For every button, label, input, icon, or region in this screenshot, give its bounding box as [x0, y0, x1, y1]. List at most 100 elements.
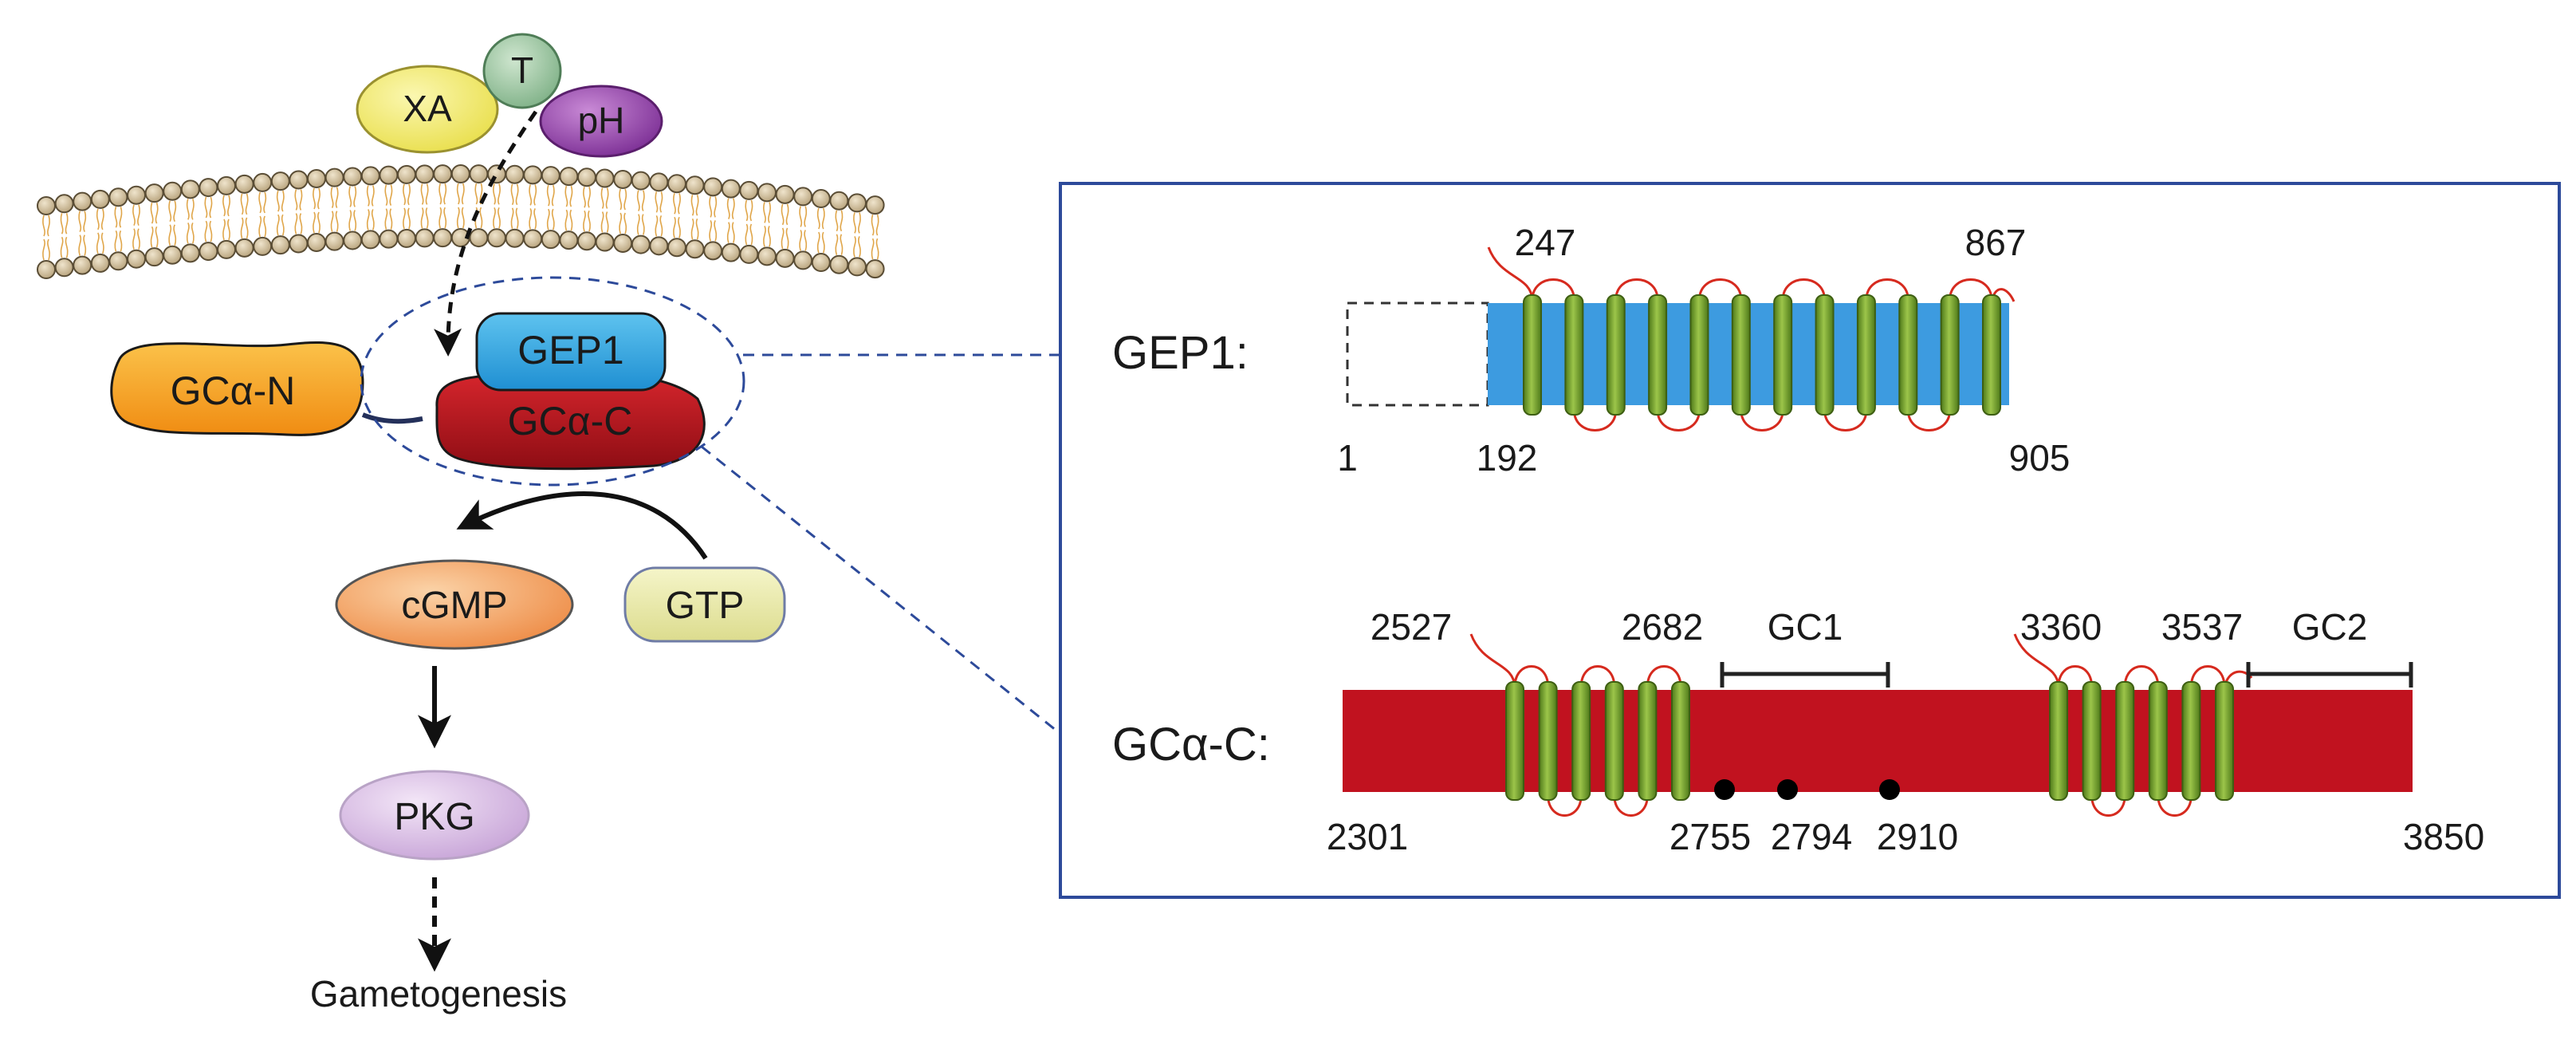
gca-c-cluster2-tm-helix: [2148, 681, 2168, 801]
lipid-head-inner: [829, 254, 849, 274]
gep1-helices: [1523, 294, 2001, 416]
gep1-tm-helix: [1940, 294, 1960, 416]
gca-c-cluster1-tm-helix: [1638, 681, 1658, 801]
pkg-label: PKG: [394, 796, 474, 838]
lipid-head-outer: [505, 164, 525, 184]
lipid-head-outer: [613, 169, 633, 189]
lipid-head-outer: [397, 164, 416, 184]
lipid-head-outer: [848, 193, 867, 213]
lipid-head-outer: [73, 191, 92, 211]
gca-c-label: GCα-C: [508, 399, 633, 443]
ph-label: pH: [578, 100, 625, 141]
t-molecule: T: [482, 33, 562, 109]
lipid-head-inner: [523, 229, 543, 249]
lipid-head-outer: [37, 196, 56, 215]
gca-c-cluster2-tm-helix: [2082, 681, 2102, 801]
gca-c-bar: [1343, 690, 2413, 792]
lipid-head-outer: [739, 180, 759, 200]
lipid-head-outer: [270, 171, 290, 191]
zoom-line-bottom: [701, 445, 1061, 735]
lipid-head-inner: [343, 230, 363, 250]
gep1-tm-helix: [1606, 294, 1626, 416]
gca-c-cluster2-n-tail: [2013, 633, 2060, 688]
lipid-head-inner: [108, 251, 128, 271]
gca-c-cluster1-tm-helix: [1505, 681, 1524, 801]
gep1-loop: [1572, 409, 1618, 431]
lipid-head-outer: [631, 171, 651, 191]
gep1-loop: [1865, 278, 1909, 301]
membrane-bilayer: [37, 164, 885, 279]
gep1-loop: [1614, 278, 1659, 301]
gep1-loop: [1949, 278, 1993, 301]
lipid-head-inner: [199, 242, 218, 262]
gca-c-cluster2-start-label: 3360: [2020, 606, 2102, 648]
lipid-head-inner: [775, 248, 795, 268]
gep1-tm-helix: [1731, 294, 1751, 416]
lipid-head-outer: [307, 168, 326, 188]
gep1-tm-helix: [1856, 294, 1876, 416]
gca-c-cluster2-loop: [2123, 665, 2160, 688]
lipid-head-outer: [541, 166, 560, 186]
lipid-head-inner: [865, 259, 885, 279]
lipid-head-inner: [703, 241, 723, 261]
lipid-head-outer: [595, 168, 615, 188]
lipid-head-inner: [360, 230, 380, 250]
lipid-head-outer: [775, 184, 795, 204]
lipid-head-inner: [73, 255, 92, 275]
lipid-head-outer: [217, 175, 236, 195]
cgmp-molecule: cGMP: [335, 559, 574, 650]
gep1-protein: GEP1: [475, 312, 667, 392]
gca-c-cluster1-loop: [1646, 665, 1682, 688]
lipid-head-inner: [721, 242, 741, 262]
lipid-head-outer: [360, 166, 380, 186]
gep1-tm-helix: [1898, 294, 1918, 416]
lipid-head-inner: [433, 228, 453, 248]
gep1-tm-start-label: 192: [1477, 437, 1538, 479]
site-2794-label: 2794: [1771, 816, 1852, 857]
complex-highlight: [360, 276, 745, 487]
gep1-tm-helix: [1564, 294, 1584, 416]
lipid-head-outer: [54, 194, 74, 214]
gep1-label: GEP1: [517, 328, 623, 372]
site-dot-2910: [1879, 779, 1900, 800]
gep1-tm-helix: [1689, 294, 1709, 416]
gca-c-cluster2-loop: [2157, 794, 2193, 817]
gep1-tm-helix: [1523, 294, 1542, 416]
gc1-bracket: [1720, 662, 1890, 688]
gep1-loop: [1781, 278, 1827, 301]
gca-c-cluster1-n-tail: [1469, 633, 1516, 688]
lipid-head-inner: [307, 232, 326, 252]
lipid-head-outer: [90, 189, 110, 209]
gca-c-cluster1-end-label: 2682: [1622, 606, 1703, 648]
lipid-head-outer: [199, 178, 218, 198]
lipid-head-inner: [848, 257, 867, 277]
lipid-head-inner: [613, 233, 633, 253]
gep1-tm-helix: [1982, 294, 2001, 416]
gep1-loop: [1740, 409, 1784, 431]
gca-c-cluster2-tm-helix: [2049, 681, 2068, 801]
lipid-head-outer: [144, 183, 164, 203]
lipid-head-inner: [289, 234, 309, 254]
lipid-head-outer: [559, 167, 579, 187]
gep1-loop: [1697, 278, 1743, 301]
lipid-head-inner: [180, 243, 200, 263]
lipid-head-inner: [757, 246, 777, 266]
lipid-head-inner: [234, 238, 254, 258]
lipid-head-inner: [649, 236, 669, 256]
gca-c-cluster1-tm-helix: [1604, 681, 1624, 801]
gep1-first-tm-label: 247: [1515, 222, 1576, 263]
gc1-label: GC1: [1768, 606, 1843, 648]
gca-n-label: GCα-N: [171, 368, 296, 413]
gca-c-cluster2-loop: [2090, 794, 2126, 817]
gep1-n-tail: [1487, 246, 1534, 301]
gca-c-cluster2-loop: [2189, 665, 2226, 688]
gca-c-cluster1-loop: [1547, 794, 1583, 817]
t-label: T: [511, 49, 533, 91]
gca-c-row-label: GCα-C:: [1112, 719, 1270, 770]
lipid-head-inner: [253, 236, 273, 256]
lipid-head-outer: [721, 179, 741, 199]
gep1-tm-helix: [1815, 294, 1835, 416]
lipid-head-outer: [253, 172, 273, 192]
lipid-head-inner: [270, 235, 290, 255]
lipid-head-inner: [397, 228, 416, 248]
